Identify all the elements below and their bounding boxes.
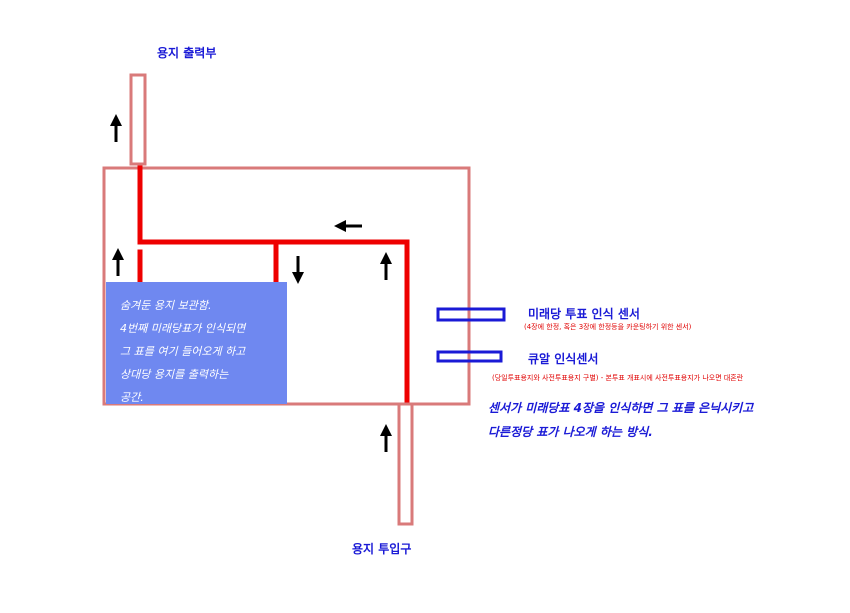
storage-line: 4번째 미래당표가 인식되면	[120, 322, 246, 335]
method-line: 센서가 미래당표 4장을 인식하면 그 표를 은닉시키고	[488, 401, 754, 415]
hidden-paper-storage: 숨겨둔 용지 보관함. 4번째 미래당표가 인식되면 그 표를 여기 들어오게 …	[106, 282, 287, 404]
future-party-sensor	[436, 307, 506, 322]
paper-output-label: 용지 출력부	[157, 46, 217, 60]
storage-line: 그 표를 여기 들어오게 하고	[120, 345, 246, 358]
input-chute	[397, 402, 414, 526]
storage-line: 공간.	[120, 391, 144, 404]
qr-sensor	[436, 350, 503, 363]
paper-input-label: 용지 투입구	[352, 542, 412, 556]
future-party-sensor-title: 미래당 투표 인식 센서	[528, 307, 640, 321]
method-description: 센서가 미래당표 4장을 인식하면 그 표를 은닉시키고 다른정당 표가 나오게…	[488, 396, 753, 444]
qr-sensor-note: (당일투표용지와 사전투표용지 구별) - 본투표 개표시에 사전투표용지가 나…	[492, 374, 744, 382]
qr-sensor-title: 큐알 인식센서	[528, 352, 599, 366]
paper-path	[137, 165, 410, 403]
method-line: 다른정당 표가 나오게 하는 방식.	[488, 425, 653, 439]
storage-line: 숨겨둔 용지 보관함.	[120, 299, 212, 312]
output-chute	[129, 73, 147, 166]
future-party-sensor-note: (4장에 한정, 혹은 3장에 한정등을 카운팅하기 위한 센서)	[524, 323, 692, 331]
storage-line: 상대당 용지를 출력하는	[120, 368, 229, 381]
machine-frame	[102, 166, 471, 406]
